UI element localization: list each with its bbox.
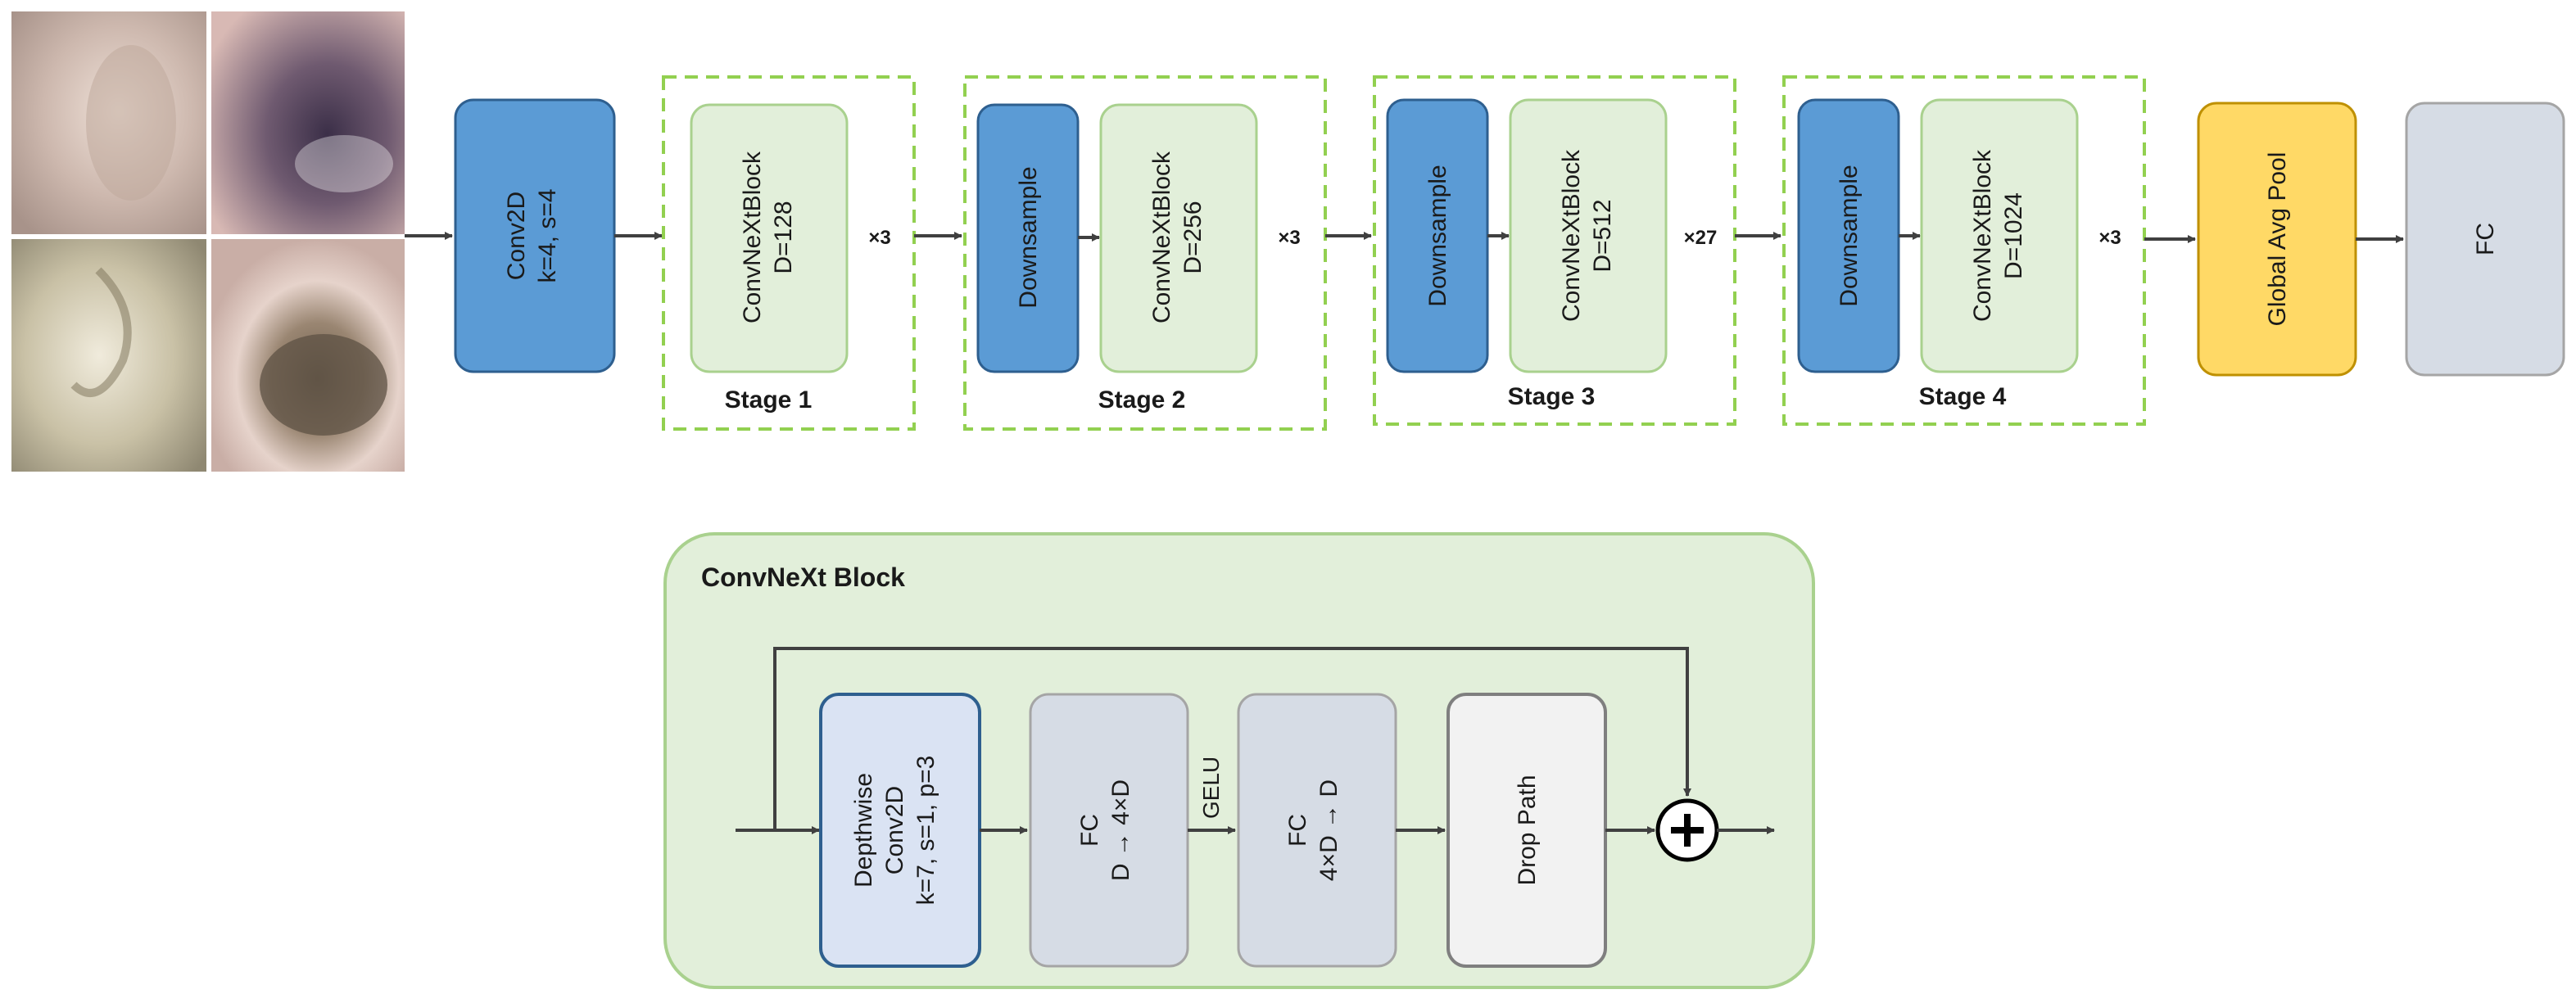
stage-4-frame [1782,75,2146,426]
stage-4: Downsample ConvNeXtBlock D=1024 ×3 Stage… [1782,75,2146,426]
stage-3-block-line1: ConvNeXtBlock [1558,149,1585,322]
dwconv-line2: Conv2D [881,786,908,874]
input-image-2 [211,11,405,234]
stage-2-repeat: ×3 [1278,227,1300,249]
stage-4-block-box [1920,98,2079,373]
stage-1: ConvNeXtBlock D=128 ×3 Stage 1 [662,75,916,431]
stage-2-block-line2: D=256 [1179,201,1207,273]
stage-4-repeat: ×3 [2098,227,2121,249]
image-3-detail [70,267,132,397]
image-1-detail [86,45,176,201]
image-4-detail [260,334,387,436]
stage-3-repeat: ×27 [1684,227,1718,249]
stage-3-frame [1373,75,1736,426]
stem-line2: k=4, s=4 [534,188,561,282]
global-avg-pool-box: Global Avg Pool [2197,102,2357,377]
fc2-line1: FC [1284,814,1311,847]
input-images [11,11,405,472]
stage-1-frame [662,75,916,431]
stage-3: Downsample ConvNeXtBlock D=512 ×27 Stage… [1373,75,1736,426]
stage-4-label: Stage 4 [1919,383,2007,410]
fc1-line2: D → 4×D [1107,779,1134,881]
input-image-3 [11,239,206,472]
pool-label: Global Avg Pool [2264,152,2291,327]
stage-4-block-line2: D=1024 [2000,192,2027,279]
stem-line1: Conv2D [503,192,530,280]
stage-3-block-line2: D=512 [1589,199,1616,272]
stage-1-label: Stage 1 [725,386,813,413]
fc1-line1: FC [1076,814,1103,847]
stage-1-block-line2: D=128 [770,201,797,273]
stage-2-block-box [1099,103,1258,373]
dwconv-line1: Depthwise [850,773,877,888]
image-2-detail [295,135,393,192]
stage-3-block-box [1509,98,1668,373]
stage-2-downsample-label: Downsample [1015,166,1042,308]
stage-4-block-line1: ConvNeXtBlock [1969,149,1996,322]
stage-3-label: Stage 3 [1508,383,1596,410]
stage-1-block-box [690,103,849,373]
residual-connection [773,647,1691,830]
stage-1-block-line1: ConvNeXtBlock [739,151,766,323]
stage-2: Downsample ConvNeXtBlock D=256 ×3 Stage … [963,75,1327,431]
stage-2-label: Stage 2 [1098,386,1186,413]
droppath-label: Drop Path [1514,775,1541,885]
stage-2-frame [963,75,1327,431]
stage-4-downsample-label: Downsample [1836,165,1863,306]
fc2-line2: 4×D → D [1315,779,1342,881]
block-detail-title: ConvNeXt Block [701,562,905,592]
stage-3-downsample-label: Downsample [1424,165,1451,306]
fc-head-box: FC [2405,102,2565,377]
convnext-block-detail: ConvNeXt Block Depthwise Conv2D k=7, s=1… [663,532,1815,989]
dwconv-line3: k=7, s=1, p=3 [912,756,939,906]
gelu-label: GELU [1198,757,1224,819]
fc-head-label: FC [2472,223,2499,255]
stem-conv2d-box: Conv2D k=4, s=4 [454,98,616,373]
stage-2-block-line1: ConvNeXtBlock [1148,151,1175,323]
add-plus-icon [1655,798,1719,862]
stage-1-repeat: ×3 [868,227,890,249]
